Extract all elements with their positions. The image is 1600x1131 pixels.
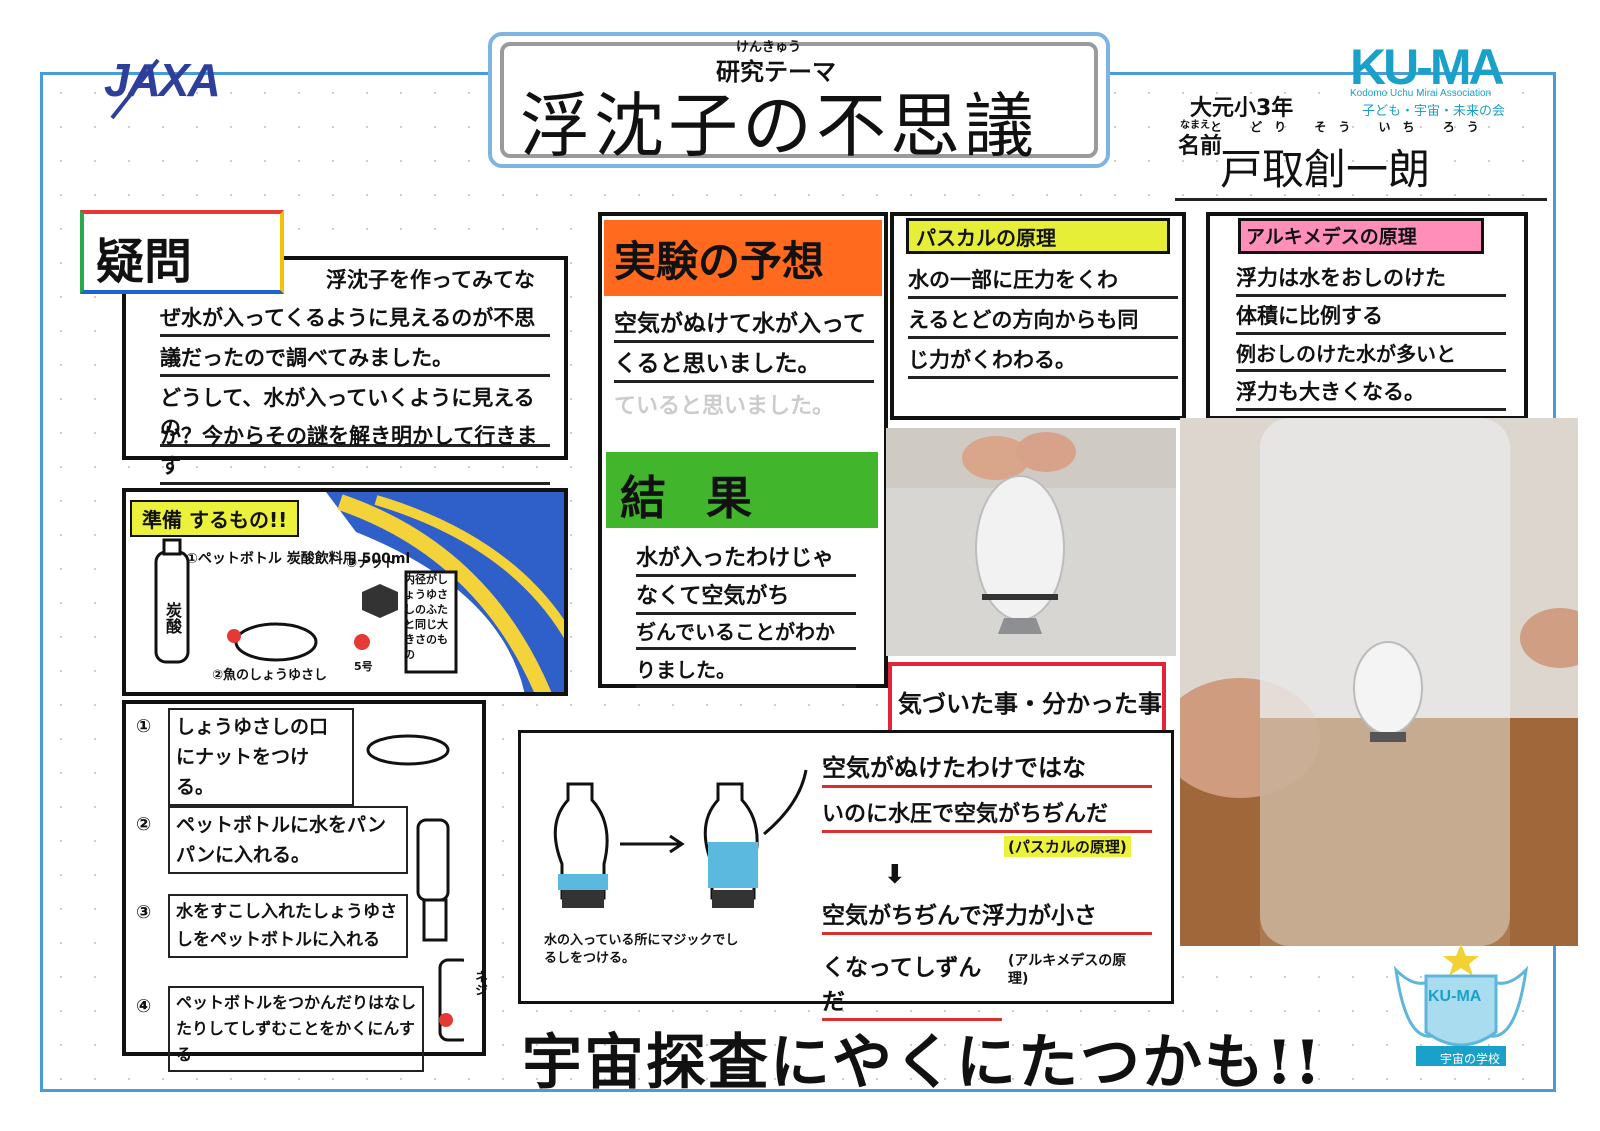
question-line-1: 浮沈子を作ってみてな (326, 268, 535, 292)
step-2-text: ペットボトルに水をパンパンに入れる。 (168, 806, 408, 874)
pascal-line-1: 水の一部に圧力をくわ (908, 264, 1178, 299)
question-line-4: どうして、水が入っていくように見えるの (160, 382, 550, 447)
question-line-5: か？今からその謎を解き明かして行きます (160, 420, 550, 485)
steps-illustrations (366, 734, 464, 1042)
archimedes-line-4: 浮力も大きくなる。 (1236, 376, 1506, 411)
badge-logo: KU-MA (1428, 988, 1482, 1005)
result-line-2: なくて空気がち (636, 578, 856, 615)
name-label-ruby: なまえ (1180, 120, 1210, 131)
photo-diver-bottle (1180, 418, 1578, 946)
kuma-logo: KU-MA (1350, 39, 1505, 95)
prediction-faint-line: ていると思いました。 (614, 394, 835, 419)
kuma-tagline: 子ども・宇宙・未来の会 (1362, 103, 1506, 118)
prediction-heading-fill (604, 220, 882, 296)
svg-text:JAXA: JAXA (104, 54, 219, 106)
title-frame (488, 32, 1110, 168)
prep-item-size: 5号 (354, 660, 373, 673)
result-line-4: りました。 (636, 654, 856, 688)
step-3-text: 水をすこし入れたしょうゆさしをペットボトルに入れる (168, 894, 408, 958)
kuma-subtitle: Kodomo Uchu Mirai Association (1350, 88, 1492, 99)
prep-item-note: 内径がしょうゆさしのふたと同じ大きさのもの (404, 573, 448, 661)
prep-item-soda: 炭酸 (163, 602, 182, 634)
prep-item-fish: ②魚のしょうゆさし (212, 668, 328, 683)
step-3-number: ③ (136, 902, 152, 923)
result-heading-fill (606, 452, 878, 528)
archimedes-heading-fill (1238, 218, 1484, 254)
discovery-line-1: 空気がぬけたわけではな (822, 748, 1152, 788)
page-title: 浮沈子の不思議 (520, 85, 1038, 167)
discovery-line-3: 空気がちぢんで浮力が小さ (822, 896, 1152, 935)
step-1-number: ① (136, 716, 152, 737)
pascal-line-2: えるとどの方向からも同 (908, 304, 1178, 339)
discovery-heading-frame (888, 662, 1166, 734)
name-underline (1175, 198, 1547, 201)
prediction-line-1: 空気がぬけて水が入って (614, 304, 874, 343)
step-4-number: ④ (136, 996, 152, 1017)
archimedes-line-3: 例おしのけた水が多いと (1236, 338, 1506, 372)
school-badge (1393, 944, 1529, 1066)
name-label: 名前 (1178, 134, 1223, 159)
jaxa-logo: JAXA (104, 54, 221, 120)
steps-side-label: ネジ (472, 970, 487, 996)
question-heading: 疑問 (96, 234, 193, 290)
conclusion-text: 宇宙探査にやくにたつかも!! (522, 1028, 1323, 1098)
archimedes-line-1: 浮力は水をおしのけた (1236, 262, 1506, 297)
prep-item-bottle: ①ペットボトル 炭酸飲料用 500ml (186, 551, 411, 567)
prep-illustration (154, 492, 564, 692)
prep-item-nut: ③ナット (346, 556, 397, 571)
prep-heading: 準備 するもの!! (130, 500, 300, 537)
name-ruby: と どり そう いち ろう (1210, 120, 1491, 134)
step-1-text: しょうゆさしの口にナットをつける。 (168, 708, 354, 806)
result-line-1: 水が入ったわけじゃ (636, 540, 856, 577)
down-arrow-icon: ⬇ (884, 860, 906, 890)
experiment-diagram (553, 769, 808, 908)
diagram-caption: 水の入っている所にマジックでしるしをつける。 (544, 933, 739, 966)
badge-caption: 宇宙の学校 (1440, 1052, 1501, 1066)
discovery-line-4: くなってしずんだ (822, 948, 1002, 1021)
theme-label: 研究テーマ (716, 58, 836, 86)
step-4-text: ペットボトルをつかんだりはなしたりしてしずむことをかくにんする (168, 986, 424, 1072)
school-grade: 大元小3年 (1190, 96, 1294, 121)
question-line-3: 議だったので調べてみました。 (160, 342, 550, 377)
theme-ruby: けんきゅう (736, 40, 802, 55)
question-heading-frame (80, 210, 284, 294)
student-name: 戸取創一朗 (1220, 145, 1431, 194)
archimedes-heading: アルキメデスの原理 (1246, 226, 1417, 248)
archimedes-line-2: 体積に比例する (1236, 300, 1506, 335)
pascal-heading: パスカルの原理 (916, 226, 1056, 250)
pascal-line-3: じ力がくわわる。 (908, 344, 1178, 379)
discovery-heading: 気づいた事・分かった事 (898, 690, 1162, 718)
result-line-3: ぢんでいることがわか (636, 616, 856, 650)
step-2-number: ② (136, 814, 152, 835)
prediction-line-2: くると思いました。 (614, 344, 874, 383)
discovery-panel (518, 730, 1174, 1004)
discovery-tag-archimedes: (アルキメデスの原理) (1008, 953, 1127, 987)
prediction-heading: 実験の予想 (614, 237, 825, 286)
discovery-line-2: いのに水圧で空気がちぢんだ (822, 796, 1152, 833)
photo-diver-close (886, 428, 1176, 656)
pascal-heading-fill (906, 218, 1170, 254)
result-heading: 結果 (620, 471, 792, 525)
question-line-2: ぜ水が入ってくるように見えるのが不思 (160, 302, 550, 337)
discovery-tag-pascal: (パスカルの原理) (1004, 836, 1131, 857)
title-inner-frame (500, 42, 1098, 158)
